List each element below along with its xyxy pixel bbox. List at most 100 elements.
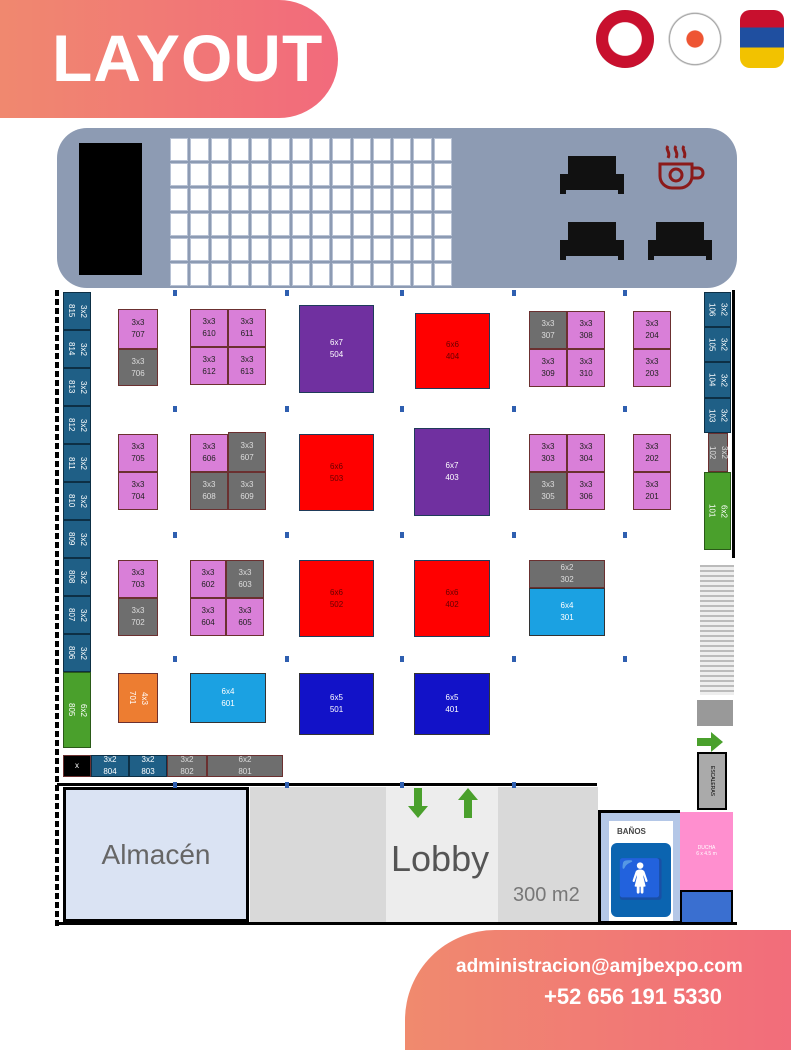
seating-grid bbox=[170, 138, 452, 286]
left-wall bbox=[55, 290, 59, 926]
booth-number: 106 bbox=[707, 302, 717, 317]
booth-number: 706 bbox=[131, 368, 145, 378]
seat bbox=[433, 238, 452, 261]
seat bbox=[210, 238, 229, 261]
booth-size: 3x2 bbox=[79, 608, 88, 622]
seat bbox=[210, 138, 229, 161]
seat bbox=[251, 263, 270, 286]
booth-number: 705 bbox=[131, 454, 145, 463]
column-marker bbox=[285, 532, 289, 538]
coffee-cup-icon bbox=[658, 145, 705, 190]
seat bbox=[332, 213, 351, 236]
seat bbox=[251, 188, 270, 211]
seat bbox=[291, 213, 310, 236]
floor-edge bbox=[57, 922, 737, 925]
contact-email[interactable]: administracion@amjbexpo.com bbox=[456, 956, 743, 977]
booth-number: 201 bbox=[645, 492, 659, 501]
seat bbox=[190, 213, 209, 236]
booth-number: 702 bbox=[131, 618, 145, 627]
booth-number: 309 bbox=[541, 369, 555, 378]
booth-size: 6x4 bbox=[221, 687, 235, 696]
contact-phone[interactable]: +52 656 191 5330 bbox=[544, 984, 723, 1009]
seat bbox=[170, 213, 189, 236]
booth-number: 403 bbox=[445, 473, 459, 482]
booth-number: 609 bbox=[240, 492, 254, 501]
booth-x[interactable]: x bbox=[63, 755, 91, 777]
sofa-icon bbox=[560, 222, 624, 260]
bomberos-logo bbox=[596, 10, 654, 68]
booth-size: 3x3 bbox=[238, 606, 252, 615]
booth-size: 3x3 bbox=[541, 357, 555, 366]
city-shield-logo bbox=[740, 10, 784, 68]
seat bbox=[332, 163, 351, 186]
seat bbox=[230, 238, 250, 261]
booth-number: 701 bbox=[128, 691, 137, 705]
booth-number: 803 bbox=[141, 767, 155, 776]
seat bbox=[291, 138, 310, 161]
